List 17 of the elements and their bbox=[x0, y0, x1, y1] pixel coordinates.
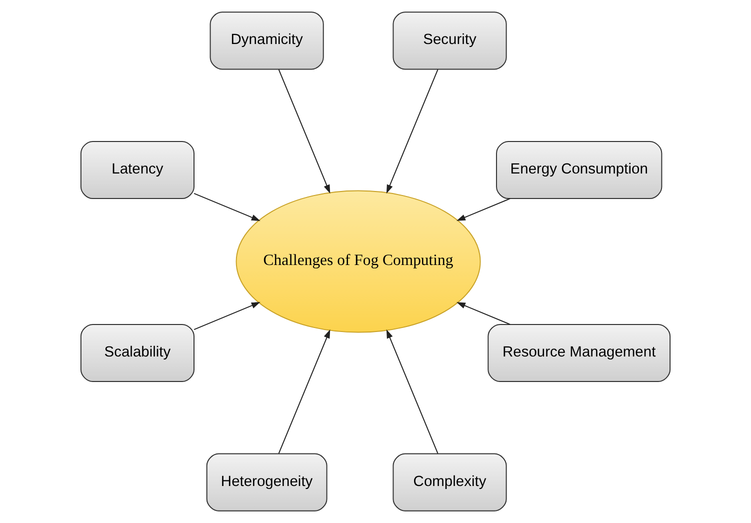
node-box: Resource Management bbox=[488, 324, 671, 382]
arrow bbox=[278, 329, 330, 454]
node-box: Heterogeneity bbox=[206, 453, 328, 512]
node-ellipse: Challenges of Fog Computing bbox=[236, 190, 481, 333]
arrow bbox=[194, 302, 260, 330]
arrow bbox=[278, 69, 330, 194]
node-box: Latency bbox=[80, 141, 194, 200]
arrow bbox=[456, 198, 511, 221]
node-box: Energy Consumption bbox=[496, 141, 662, 200]
arrow bbox=[386, 69, 438, 194]
arrow bbox=[386, 329, 438, 454]
node-box: Complexity bbox=[392, 453, 507, 512]
arrow bbox=[456, 302, 511, 325]
node-box: Scalability bbox=[80, 324, 194, 382]
node-box: Security bbox=[392, 12, 507, 70]
arrow bbox=[194, 192, 260, 221]
node-box: Dynamicity bbox=[210, 12, 324, 70]
